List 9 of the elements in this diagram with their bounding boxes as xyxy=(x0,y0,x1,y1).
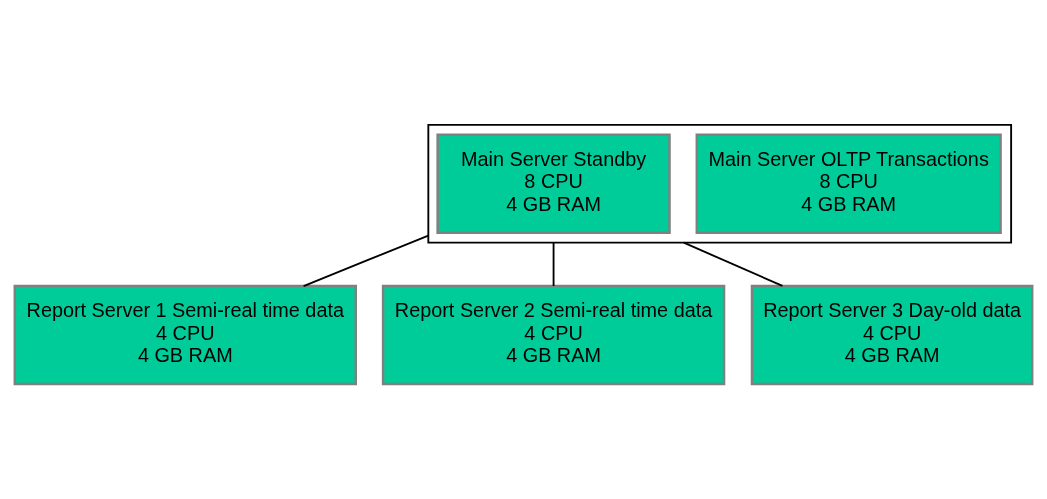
connector xyxy=(552,241,555,287)
connector xyxy=(682,241,784,287)
node-box: Report Server 2 Semi-real time data 4 CPU 4 GB RAM xyxy=(381,284,726,386)
node-box: Main Server Standby 8 CPU 4 GB RAM xyxy=(436,133,671,234)
cluster xyxy=(427,123,1013,244)
node-box: Report Server 3 Day-old data 4 CPU 4 GB RAM xyxy=(750,284,1034,386)
node-box: Main Server OLTP Transactions 8 CPU 4 GB RAM xyxy=(695,133,1002,234)
connector xyxy=(302,234,430,287)
node-box: Report Server 1 Semi-real time data 4 CPU 4 GB RAM xyxy=(13,284,358,386)
